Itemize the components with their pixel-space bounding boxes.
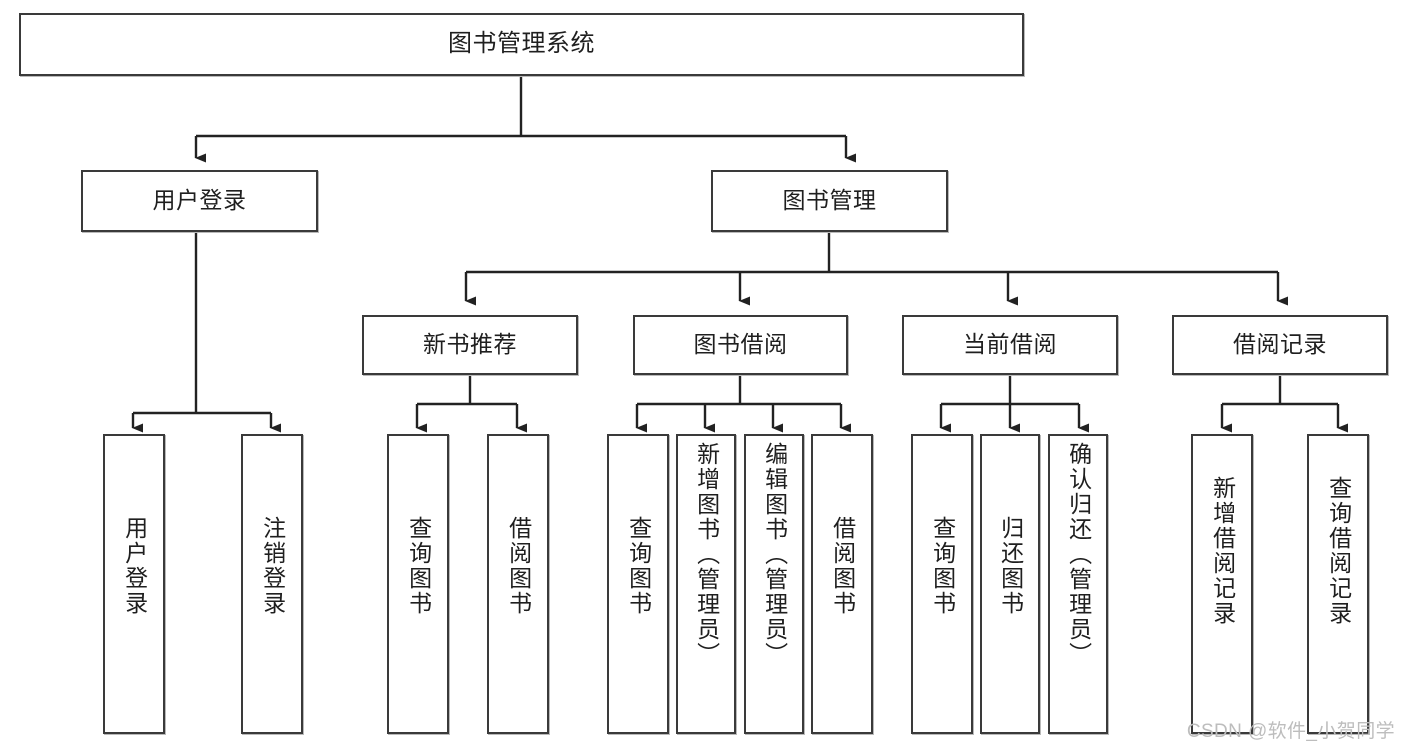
node-book-borrow[interactable]: 图书借阅: [633, 315, 848, 375]
node-label: 借阅图书: [505, 516, 532, 616]
leaf-query-books-current[interactable]: 查询图书: [911, 434, 973, 734]
node-label: 图书借阅: [693, 331, 788, 358]
leaf-edit-book-admin[interactable]: 编辑图书（管理员）: [744, 434, 804, 734]
node-label: 注销登录: [259, 516, 286, 616]
leaf-query-borrow-record[interactable]: 查询借阅记录: [1307, 434, 1369, 734]
node-label: 查询图书: [405, 516, 432, 616]
node-label: 新增图书（管理员）: [693, 442, 720, 667]
node-root-system[interactable]: 图书管理系统: [19, 13, 1024, 76]
node-book-management[interactable]: 图书管理: [711, 170, 948, 232]
node-current-borrow[interactable]: 当前借阅: [902, 315, 1118, 375]
node-label: 查询图书: [625, 516, 652, 616]
node-label: 归还图书: [997, 516, 1024, 616]
node-label: 新书推荐: [423, 331, 517, 358]
watermark: CSDN @软件_小贺同学: [1186, 721, 1395, 742]
node-label: 新增借阅记录: [1209, 476, 1236, 626]
node-borrow-records[interactable]: 借阅记录: [1172, 315, 1388, 375]
node-label: 图书管理系统: [448, 30, 595, 58]
node-label: 用户登录: [121, 516, 148, 616]
node-label: 图书管理: [782, 187, 877, 214]
leaf-query-books-borrow[interactable]: 查询图书: [607, 434, 669, 734]
node-user-login[interactable]: 用户登录: [81, 170, 318, 232]
node-label: 用户登录: [152, 187, 247, 214]
node-label: 查询借阅记录: [1325, 476, 1352, 626]
leaf-add-book-admin[interactable]: 新增图书（管理员）: [676, 434, 736, 734]
node-label: 借阅记录: [1233, 331, 1327, 358]
node-label: 当前借阅: [963, 331, 1057, 358]
leaf-return-books[interactable]: 归还图书: [980, 434, 1040, 734]
node-label: 借阅图书: [829, 516, 856, 616]
node-label: 确认归还（管理员）: [1065, 442, 1092, 667]
leaf-logout[interactable]: 注销登录: [241, 434, 303, 734]
leaf-confirm-return-admin[interactable]: 确认归还（管理员）: [1048, 434, 1108, 734]
node-label: 查询图书: [929, 516, 956, 616]
node-label: 编辑图书（管理员）: [761, 442, 788, 667]
leaf-user-login[interactable]: 用户登录: [103, 434, 165, 734]
leaf-add-borrow-record[interactable]: 新增借阅记录: [1191, 434, 1253, 734]
leaf-borrow-books[interactable]: 借阅图书: [811, 434, 873, 734]
node-new-book-recommend[interactable]: 新书推荐: [362, 315, 578, 375]
leaf-borrow-books-recommend[interactable]: 借阅图书: [487, 434, 549, 734]
leaf-query-books-recommend[interactable]: 查询图书: [387, 434, 449, 734]
